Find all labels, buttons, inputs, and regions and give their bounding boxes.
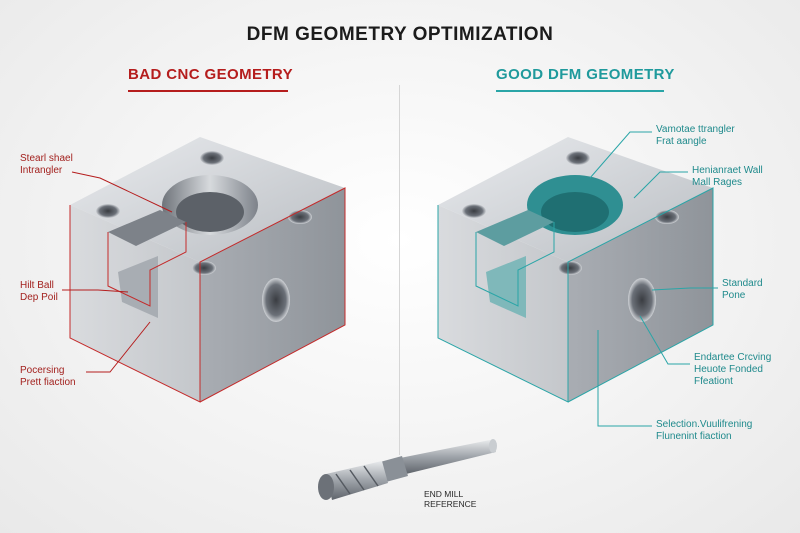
panel-divider [399, 85, 400, 455]
diagram-title: DFM GEOMETRY OPTIMIZATION [246, 24, 554, 45]
end-mill-neck [380, 456, 408, 482]
end-mill-illustration [318, 439, 497, 500]
bad-leader-1 [71, 171, 173, 213]
good-block [437, 137, 714, 403]
bad-label-2: Hilt Ball Dep Poil [20, 280, 58, 303]
bad-bolt-hole-2 [96, 204, 120, 218]
good-leader-3 [651, 287, 718, 291]
good-label-1: Vamotae ttrangler Frat aangle [656, 124, 735, 147]
good-highlight-outline [437, 187, 714, 403]
bad-bolt-hole-4 [192, 261, 216, 275]
end-mill-tip [318, 474, 334, 500]
good-slot-outline [475, 222, 555, 307]
bad-panel-title: BAD CNC GEOMETRY [128, 66, 294, 83]
good-slot-channel [486, 256, 526, 318]
bad-highlight-outline [69, 187, 346, 403]
bad-panel-underline [128, 90, 288, 92]
bad-bolt-hole-1 [200, 151, 224, 165]
end-mill-shank [400, 440, 496, 474]
end-mill-shank-end [489, 439, 497, 453]
bad-block [69, 137, 346, 403]
bad-bolt-hole-3 [288, 210, 312, 224]
bad-callout-lines [62, 171, 173, 373]
good-label-3: Standard Pone [722, 278, 763, 301]
good-leader-1 [589, 131, 652, 179]
end-mill-flute-line-2 [349, 469, 365, 491]
bad-side-bore [262, 278, 290, 322]
good-leader-5 [597, 330, 652, 427]
good-slot [476, 210, 554, 246]
good-callout-lines [589, 131, 718, 427]
good-bolt-hole-4 [558, 261, 582, 275]
good-bolt-hole-2 [462, 204, 486, 218]
bad-pocket-inner [176, 192, 244, 232]
end-mill-flute-line-1 [335, 473, 351, 495]
bad-slot [108, 210, 186, 246]
good-label-4: Endartee Crcving Heuote Fonded Ffeationt [694, 352, 772, 387]
good-pocket-inner [541, 192, 609, 232]
bad-slot-outline [107, 222, 187, 307]
bad-label-1: Stearl shael Intrangler [20, 153, 73, 176]
bad-leader-3 [86, 321, 151, 373]
good-leader-2 [633, 171, 688, 199]
good-bolt-hole-3 [655, 210, 679, 224]
bad-slot-channel [118, 256, 158, 318]
good-bolt-hole-1 [566, 151, 590, 165]
good-label-5: Selection.Vuulifrening Flunenint fiactio… [656, 419, 753, 442]
good-label-2: Henianraet Wall Mall Rages [692, 165, 763, 188]
bad-leader-2 [62, 289, 129, 293]
bad-label-3: Pocersing Prett fiaction [20, 365, 76, 388]
good-leader-4 [639, 315, 690, 365]
good-panel-underline [496, 90, 664, 92]
end-mill-flute-line-3 [363, 465, 379, 487]
good-side-bore [628, 278, 656, 322]
good-panel-title: GOOD DFM GEOMETRY [496, 66, 675, 83]
end-mill-label: END MILL REFERENCE [424, 489, 477, 509]
